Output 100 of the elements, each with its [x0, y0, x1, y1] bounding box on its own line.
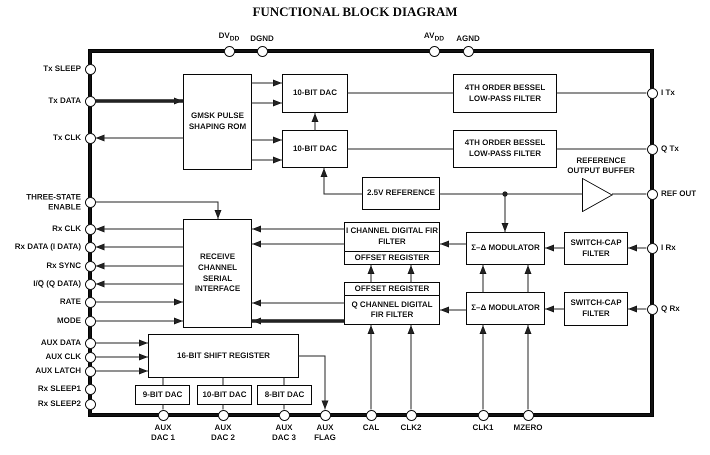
pin-label: Rx DATA (I DATA)	[14, 242, 81, 252]
arrow	[95, 244, 184, 250]
pin-circle	[646, 188, 658, 200]
arrow	[628, 306, 647, 312]
pin-label: RATE	[60, 297, 81, 307]
pin-label: Tx DATA	[48, 96, 81, 106]
function-block: 9-BIT DAC	[135, 385, 190, 405]
pin-circle	[646, 88, 658, 98]
connector-line	[222, 404, 224, 410]
arrow	[252, 100, 282, 106]
pin-label: Tx CLK	[53, 133, 81, 143]
pin-circle	[462, 46, 474, 56]
arrow	[544, 306, 564, 312]
arrow	[252, 318, 344, 324]
arrow	[524, 264, 532, 292]
pin-label: AUX DAC 3	[270, 423, 297, 442]
pin-circle	[84, 278, 96, 290]
arrow	[95, 134, 184, 142]
connector-line	[348, 92, 454, 94]
pin-label: I Rx	[661, 243, 676, 253]
filter-block	[344, 282, 440, 325]
arrow	[95, 318, 184, 324]
buffer-label: REFERENCE OUTPUT BUFFER	[566, 156, 636, 177]
arrow	[252, 156, 282, 164]
pin-label: AUX FLAG	[313, 423, 337, 442]
pin-label: Q Rx	[661, 304, 680, 314]
arrow	[440, 306, 466, 314]
pin-circle	[406, 410, 416, 420]
pin-circle	[366, 410, 376, 420]
function-block: 10-BIT DAC	[282, 74, 348, 113]
arrow	[312, 112, 318, 130]
function-block: 2.5V REFERENCE	[362, 177, 440, 210]
connector-line	[162, 378, 164, 386]
function-block: 4TH ORDER BESSEL LOW-PASS FILTER	[453, 130, 557, 168]
pin-label: CAL	[362, 423, 380, 433]
pin-circle	[84, 352, 96, 362]
pin-label: AUX DAC 1	[150, 423, 176, 442]
pin-circle	[84, 296, 96, 308]
arrow	[95, 202, 222, 220]
pin-circle	[84, 398, 96, 410]
arrow	[95, 262, 184, 270]
pin-circle	[428, 46, 440, 56]
arrow	[440, 240, 466, 248]
pin-label: I/Q̅ (Q DATA)	[33, 279, 81, 289]
arrow	[628, 244, 647, 252]
connector-line	[222, 378, 224, 386]
pin-circle	[646, 144, 658, 154]
function-block: SWITCH-CAP FILTER	[564, 232, 628, 265]
diagram-title: FUNCTIONAL BLOCK DIAGRAM	[251, 4, 459, 20]
pin-circle	[84, 224, 96, 234]
pin-label: AV$_{DD}$	[424, 31, 444, 44]
pin-label: REF OUT	[661, 189, 696, 199]
pin-label: AUX LATCH	[35, 366, 81, 376]
arrow	[368, 264, 374, 282]
function-block: Σ–Δ MODULATOR	[466, 292, 545, 325]
filter-block	[344, 222, 440, 265]
pin-label: DGND	[250, 34, 274, 44]
pin-label: AGND	[456, 34, 480, 44]
pin-label: I Tx	[661, 88, 675, 98]
function-block: 10-BIT DAC	[197, 385, 252, 405]
pin-circle	[646, 304, 658, 314]
function-block: 8-BIT DAC	[257, 385, 312, 405]
arrow	[95, 340, 148, 346]
arrow	[480, 264, 486, 292]
arrow	[408, 324, 414, 410]
connector-line	[556, 92, 647, 94]
pin-circle	[84, 366, 96, 376]
arrow	[252, 80, 282, 86]
pin-label: MZERO	[514, 423, 542, 433]
arrow	[544, 244, 564, 252]
pin-label: Q Tx	[661, 144, 679, 154]
pin-circle	[84, 260, 96, 272]
function-block: GMSK PULSE SHAPING ROM	[183, 74, 252, 170]
pin-circle	[218, 410, 228, 420]
pin-label: AUX DATA	[40, 338, 81, 348]
pin-circle	[256, 46, 268, 56]
pin-label: CLK2	[400, 423, 422, 433]
pin-label: CLK1	[472, 423, 494, 433]
arrow	[95, 280, 184, 288]
pin-circle	[158, 410, 168, 420]
arrow	[298, 356, 328, 410]
arrow	[524, 324, 532, 410]
pin-circle	[84, 64, 96, 74]
pin-label: Tx SLEEP	[43, 64, 81, 74]
arrow	[252, 226, 344, 232]
pin-circle	[84, 384, 96, 394]
connector-line	[162, 404, 164, 410]
connector-line	[556, 148, 647, 150]
pin-label: Rx SYNC	[46, 261, 81, 271]
pin-label: AUX DAC 2	[210, 423, 236, 442]
filter-label: I CHANNEL DIGITAL FIR FILTER	[345, 225, 439, 248]
chip-outline	[88, 49, 654, 417]
arrow	[95, 226, 184, 232]
pin-circle	[522, 410, 534, 420]
arrow	[252, 136, 282, 144]
arrow	[252, 300, 344, 306]
pin-circle	[84, 96, 96, 106]
function-block: Σ–Δ MODULATOR	[466, 232, 545, 265]
pin-circle	[84, 132, 96, 144]
arrow	[480, 324, 486, 410]
